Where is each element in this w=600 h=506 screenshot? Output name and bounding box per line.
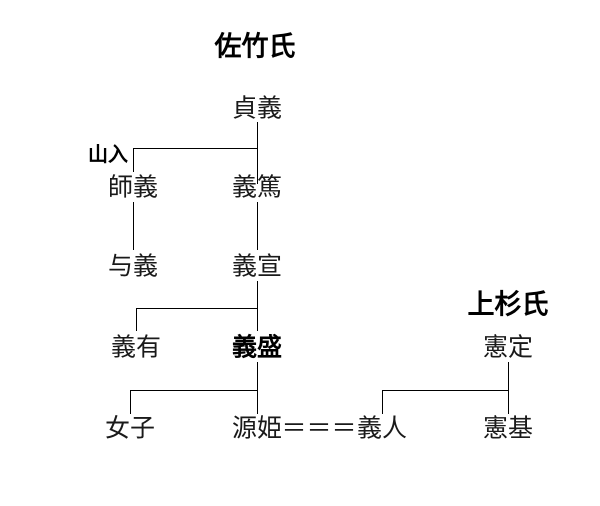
person-yoshiatsu: 義篤 [231,172,283,202]
connector-norisada-down [508,362,509,414]
connector-to-yoshihito [382,390,383,414]
person-minamotohime: 源姫 [231,413,283,443]
connector-sibling-bar-gen2 [133,148,257,149]
person-sadayoshi: 貞義 [231,93,283,123]
connector-yoshiatsu-yoshinobu [257,202,258,250]
person-moroyoshi: 師義 [107,172,159,202]
connector-to-yoshiari [136,308,137,331]
person-joshi: 女子 [104,413,156,443]
connector-sibling-bar-gen5-uesugi [382,390,508,391]
person-yoshimori: 義盛 [231,332,283,362]
connector-to-moroyoshi [133,148,134,172]
person-norisada: 憲定 [482,332,534,362]
person-yoshinobu: 義宣 [231,251,283,281]
connector-moroyoshi-tomoyoshi [133,202,134,250]
clan-title-uesugi: 上杉氏 [467,289,549,321]
connector-to-joshi [130,390,131,414]
connector-sibling-bar-gen4 [136,308,257,309]
clan-title-satake: 佐竹氏 [214,31,296,63]
person-yoshihito: 義人 [356,413,408,443]
connector-yoshimori-down [257,362,258,414]
connector-sadayoshi-down [257,122,258,184]
person-tomoyoshi: 与義 [107,251,159,281]
branch-label-yamairi: 山入 [88,142,128,166]
marriage-link-symbol: ＝＝＝ [281,413,357,443]
connector-yoshinobu-down [257,281,258,331]
person-norimoto: 憲基 [482,413,534,443]
person-yoshiari: 義有 [110,332,162,362]
connector-sibling-bar-gen5-satake [130,390,257,391]
